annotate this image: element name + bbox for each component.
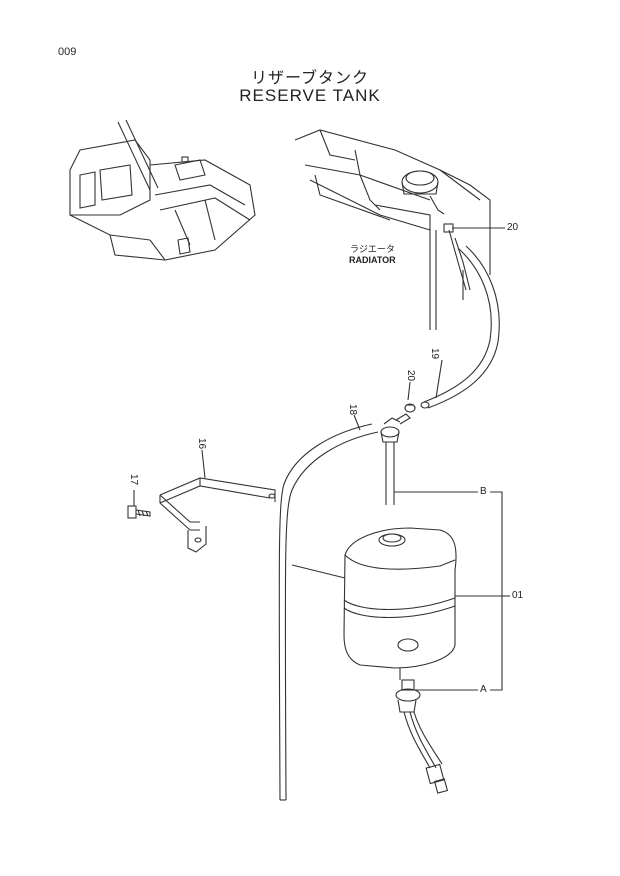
part-20-clamp-middle bbox=[404, 403, 416, 413]
callout-part-19: 19 bbox=[429, 348, 440, 360]
callout-part-20-top: 20 bbox=[507, 222, 519, 233]
tank-cap-assembly bbox=[380, 413, 411, 505]
part-19-hose bbox=[420, 245, 500, 409]
callout-part-16: 16 bbox=[196, 438, 207, 450]
callout-part-01: 01 bbox=[512, 590, 524, 601]
part-17-bolt bbox=[127, 505, 151, 519]
leader-lines bbox=[133, 227, 510, 691]
callout-group-a: A bbox=[480, 684, 487, 695]
title-english: RESERVE TANK bbox=[239, 86, 381, 105]
level-sensor-assembly bbox=[395, 679, 449, 794]
part-18-overflow-hose bbox=[278, 423, 379, 801]
callout-part-17: 17 bbox=[128, 474, 139, 486]
radiator-label-japanese: ラジエータ bbox=[350, 245, 395, 255]
part-01-reserve-tank bbox=[343, 527, 457, 680]
title-japanese: リザーブタンク bbox=[250, 68, 370, 87]
callout-group-b: B bbox=[480, 486, 487, 497]
radiator-label-english: RADIATOR bbox=[349, 255, 396, 265]
part-20-clamp-top bbox=[443, 223, 454, 233]
page-number: 009 bbox=[58, 46, 77, 58]
callout-part-20-middle: 20 bbox=[405, 370, 416, 382]
part-16-bracket bbox=[159, 477, 276, 553]
callout-part-18: 18 bbox=[347, 404, 358, 416]
excavator-overview-illustration bbox=[69, 119, 256, 261]
radiator-detail-illustration bbox=[294, 129, 491, 330]
